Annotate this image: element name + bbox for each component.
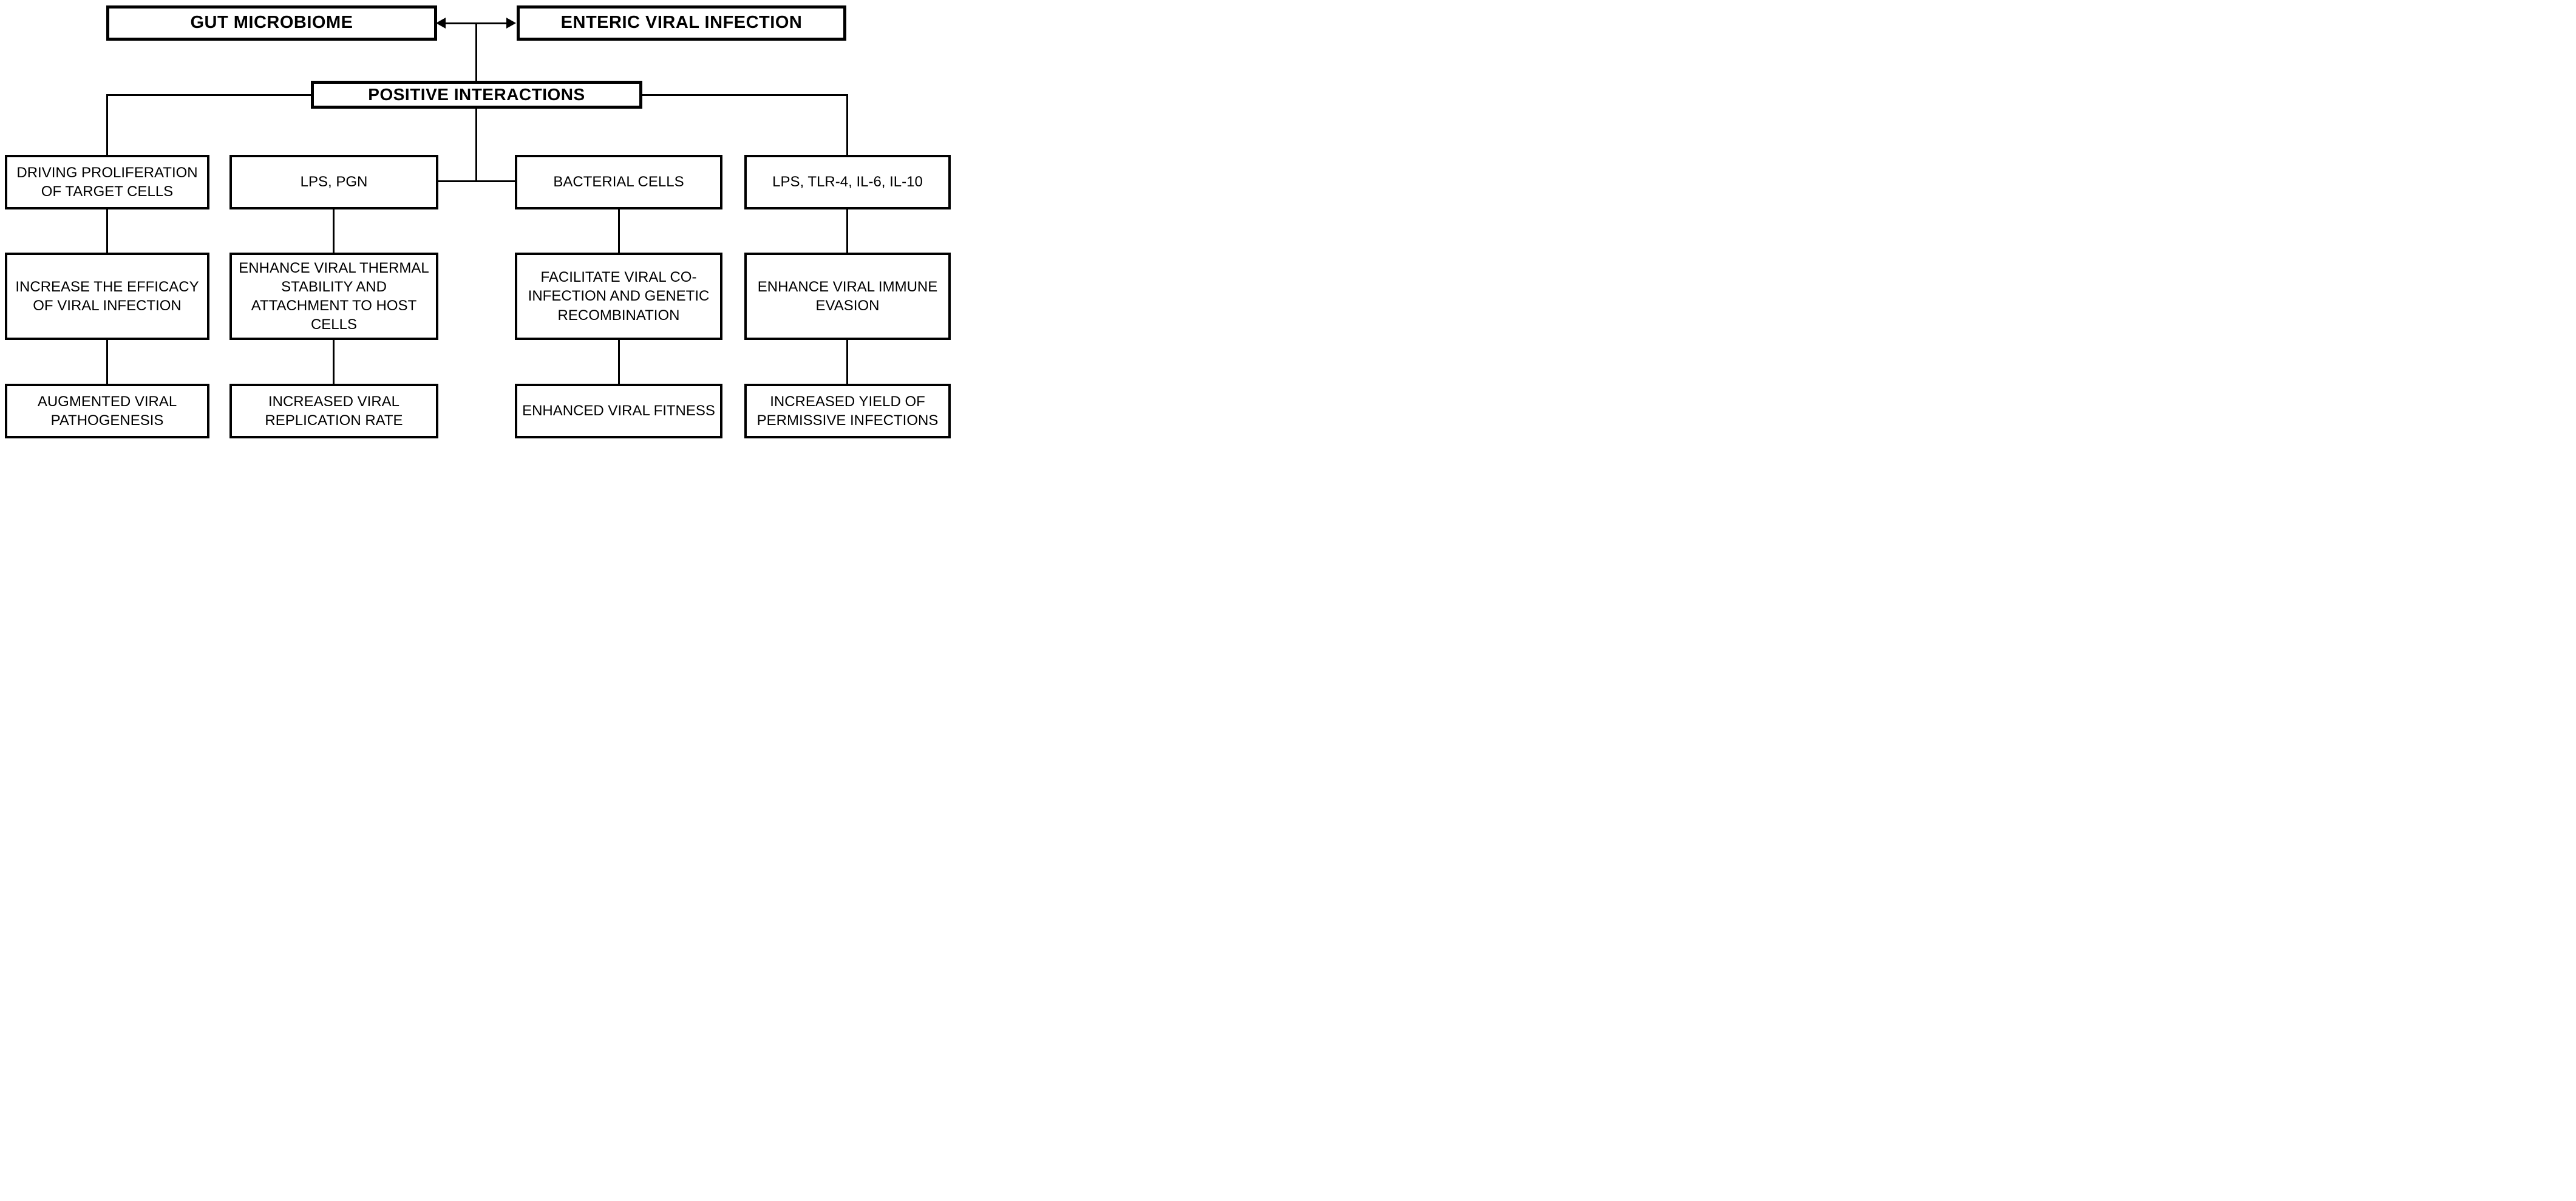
box-enhance-immune-evasion: ENHANCE VIRAL IMMUNE EVASION — [744, 253, 951, 340]
box-gut-microbiome-label: GUT MICROBIOME — [190, 13, 353, 33]
connector-hub-left-vertical — [106, 94, 108, 155]
connector-col2-mechanism-outcome — [333, 340, 335, 384]
flowchart-diagram: GUT MICROBIOME ENTERIC VIRAL INFECTION P… — [0, 0, 952, 444]
connector-hub-center-vertical — [475, 109, 477, 182]
box-driving-proliferation-label: DRIVING PROLIFERATION OF TARGET CELLS — [16, 164, 198, 200]
box-enteric-viral-infection: ENTERIC VIRAL INFECTION — [517, 5, 846, 41]
box-enhance-thermal-stability: ENHANCE VIRAL THERMAL STABILITY AND ATTA… — [229, 253, 438, 340]
box-lps-pgn-label: LPS, PGN — [300, 174, 368, 191]
box-enhanced-viral-fitness: ENHANCED VIRAL FITNESS — [515, 384, 722, 438]
box-lps-pgn: LPS, PGN — [229, 155, 438, 209]
box-facilitate-coinfection-label: FACILITATE VIRAL CO-INFECTION AND GENETI… — [528, 269, 710, 324]
connector-hub-right-vertical — [846, 94, 848, 155]
box-gut-microbiome: GUT MICROBIOME — [106, 5, 437, 41]
box-lps-tlr4-il6-il10-label: LPS, TLR-4, IL-6, IL-10 — [772, 174, 923, 191]
box-lps-tlr4-il6-il10: LPS, TLR-4, IL-6, IL-10 — [744, 155, 951, 209]
box-positive-interactions-label: POSITIVE INTERACTIONS — [368, 84, 585, 104]
box-increased-replication-rate-label: INCREASED VIRAL REPLICATION RATE — [265, 393, 403, 429]
box-bacterial-cells-label: BACTERIAL CELLS — [553, 174, 684, 191]
connector-hub-center-horizontal — [438, 180, 515, 182]
connector-col3-mediator-mechanism — [618, 209, 620, 253]
connector-col2-mediator-mechanism — [333, 209, 335, 253]
connector-col4-mechanism-outcome — [846, 340, 848, 384]
box-bacterial-cells: BACTERIAL CELLS — [515, 155, 722, 209]
connector-col1-mediator-mechanism — [106, 209, 108, 253]
connector-hub-left-horizontal — [107, 94, 311, 96]
arrowhead-right-icon — [506, 18, 516, 29]
box-positive-interactions: POSITIVE INTERACTIONS — [311, 81, 642, 109]
box-facilitate-coinfection: FACILITATE VIRAL CO-INFECTION AND GENETI… — [515, 253, 722, 340]
connector-hub-right-horizontal — [642, 94, 848, 96]
box-increase-efficacy: INCREASE THE EFFICACY OF VIRAL INFECTION — [5, 253, 209, 340]
box-enteric-viral-infection-label: ENTERIC VIRAL INFECTION — [560, 13, 803, 33]
box-enhance-thermal-stability-label: ENHANCE VIRAL THERMAL STABILITY AND ATTA… — [239, 259, 429, 333]
box-increased-yield-permissive: INCREASED YIELD OF PERMISSIVE INFECTIONS — [744, 384, 951, 438]
box-increased-yield-permissive-label: INCREASED YIELD OF PERMISSIVE INFECTIONS — [756, 393, 939, 429]
connector-col3-mechanism-outcome — [618, 340, 620, 384]
box-driving-proliferation: DRIVING PROLIFERATION OF TARGET CELLS — [5, 155, 209, 209]
box-increase-efficacy-label: INCREASE THE EFFICACY OF VIRAL INFECTION — [15, 278, 199, 314]
box-increased-replication-rate: INCREASED VIRAL REPLICATION RATE — [229, 384, 438, 438]
arrowhead-left-icon — [436, 18, 446, 29]
box-enhance-immune-evasion-label: ENHANCE VIRAL IMMUNE EVASION — [757, 278, 938, 314]
box-augmented-pathogenesis-label: AUGMENTED VIRAL PATHOGENESIS — [37, 393, 177, 429]
box-enhanced-viral-fitness-label: ENHANCED VIRAL FITNESS — [522, 403, 715, 420]
box-augmented-pathogenesis: AUGMENTED VIRAL PATHOGENESIS — [5, 384, 209, 438]
connector-col1-mechanism-outcome — [106, 340, 108, 384]
connector-arrow-to-hub — [475, 23, 477, 81]
connector-col4-mediator-mechanism — [846, 209, 848, 253]
